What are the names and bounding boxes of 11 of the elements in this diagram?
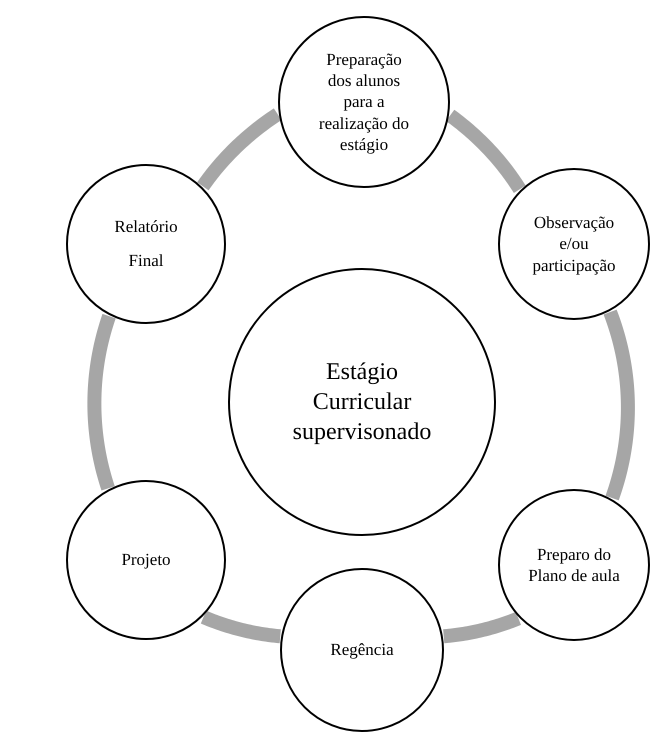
stage-label: Estágio Curricular supervisonado <box>292 358 432 447</box>
stage-label: Regência <box>330 639 394 661</box>
ring-segment <box>445 110 526 194</box>
stage-label: Observação e/ou participação <box>531 212 617 276</box>
ring-segment <box>604 309 635 500</box>
stage-label: Relatório Final <box>113 216 179 272</box>
ring-segment <box>197 108 282 192</box>
stage-label: Projeto <box>121 549 171 571</box>
stage-label: Preparo do Plano de aula <box>528 544 620 586</box>
ring-segment <box>87 313 116 492</box>
stage-label: Preparação dos alunos para a realização do estágio <box>318 48 410 156</box>
